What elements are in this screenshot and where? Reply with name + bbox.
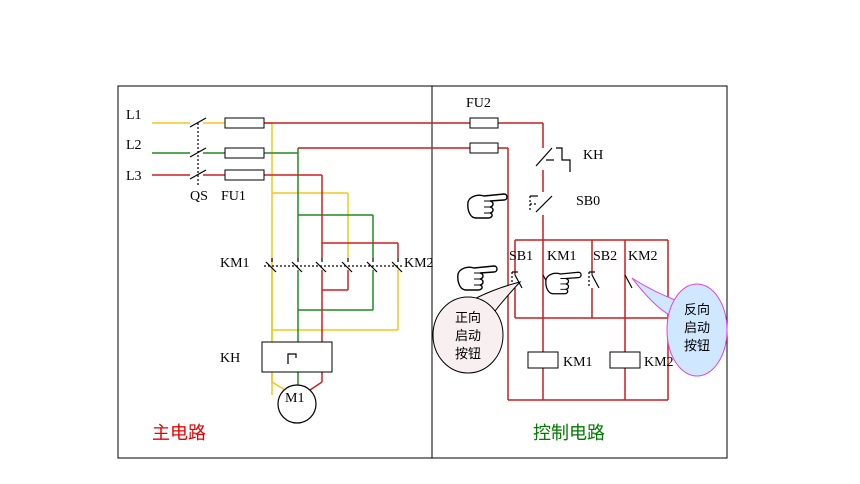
label-sb2: SB2 xyxy=(593,249,617,264)
reverse-callout-line-3: 按钮 xyxy=(684,339,710,354)
label-sb1: SB1 xyxy=(509,249,533,264)
control-wires xyxy=(498,122,669,401)
label-km2-main: KM2 xyxy=(404,256,434,271)
label-kh-main: KH xyxy=(220,351,240,366)
label-l1: L1 xyxy=(126,108,142,123)
fuse-fu2 xyxy=(469,117,499,154)
km2-main-contacts xyxy=(341,258,403,273)
km2-aux-contact xyxy=(624,274,633,289)
km1-main-contacts xyxy=(265,258,327,273)
label-l2: L2 xyxy=(126,138,142,153)
forward-start-callout: 正向 启动 按钮 xyxy=(432,281,522,374)
label-fu1: FU1 xyxy=(221,189,246,204)
label-km1-main: KM1 xyxy=(220,256,250,271)
label-sb0: SB0 xyxy=(576,194,600,209)
pointing-hand-icon xyxy=(457,265,498,291)
km1-coil xyxy=(527,351,559,369)
pointing-hand-icon xyxy=(545,271,582,295)
motor-m1 xyxy=(277,384,317,424)
sb2-contact xyxy=(588,271,600,289)
start-contacts xyxy=(511,271,633,289)
main-circuit-title: 主电路 xyxy=(152,423,206,444)
phase-l3-wire xyxy=(152,174,399,391)
forward-callout-line-1: 正向 xyxy=(455,310,481,326)
fuse-fu1 xyxy=(224,117,265,181)
forward-callout-line-2: 启动 xyxy=(455,329,481,344)
label-km1-aux: KM1 xyxy=(547,249,577,264)
reverse-callout-line-1: 反向 xyxy=(684,302,710,318)
km2-coil xyxy=(609,351,641,369)
label-kh-ctrl: KH xyxy=(583,148,603,163)
kh-thermal-relay xyxy=(261,341,333,373)
label-qs: QS xyxy=(190,189,208,204)
label-km2-coil: KM2 xyxy=(644,355,674,370)
forward-callout-line-3: 按钮 xyxy=(455,347,481,362)
label-fu2: FU2 xyxy=(466,96,491,111)
diagram-frame xyxy=(117,85,728,459)
sb0-stop-button-contact xyxy=(529,195,553,213)
label-km1-coil: KM1 xyxy=(563,355,593,370)
reverse-start-callout: 反向 启动 按钮 xyxy=(631,277,728,377)
main-contacts xyxy=(264,258,404,273)
label-l3: L3 xyxy=(126,169,142,184)
label-km2-aux: KM2 xyxy=(628,249,658,264)
reverse-callout-line-2: 启动 xyxy=(684,321,710,336)
control-circuit-title: 控制电路 xyxy=(533,423,605,444)
qs-switch xyxy=(189,117,207,185)
kh-nc-contact xyxy=(535,147,571,172)
pointing-hand-icon xyxy=(467,193,508,219)
label-m1: M1 xyxy=(285,391,304,406)
